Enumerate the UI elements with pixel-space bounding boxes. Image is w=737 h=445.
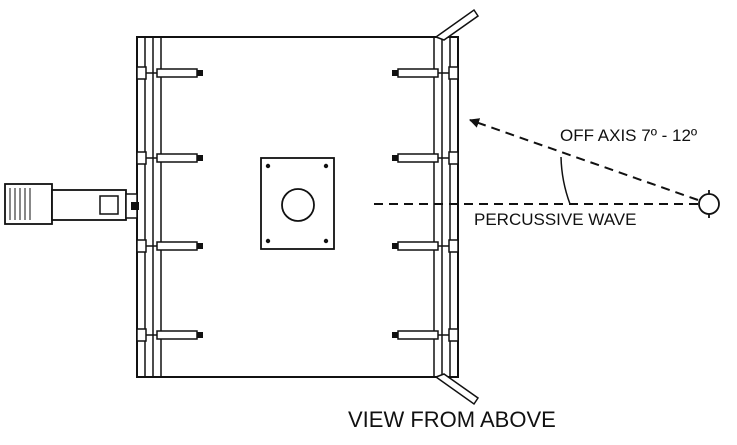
percussive-wave-label: PERCUSSIVE WAVE [474,210,636,229]
corner-struts [434,8,480,406]
source-point-icon [698,190,720,218]
side-actuator [4,183,139,225]
angle-arc [560,156,571,205]
off-axis-label: OFF AXIS 7º - 12º [560,126,697,145]
view-from-above-label: VIEW FROM ABOVE [348,407,556,432]
off-axis-arrow [469,118,699,201]
center-plate [260,157,335,250]
